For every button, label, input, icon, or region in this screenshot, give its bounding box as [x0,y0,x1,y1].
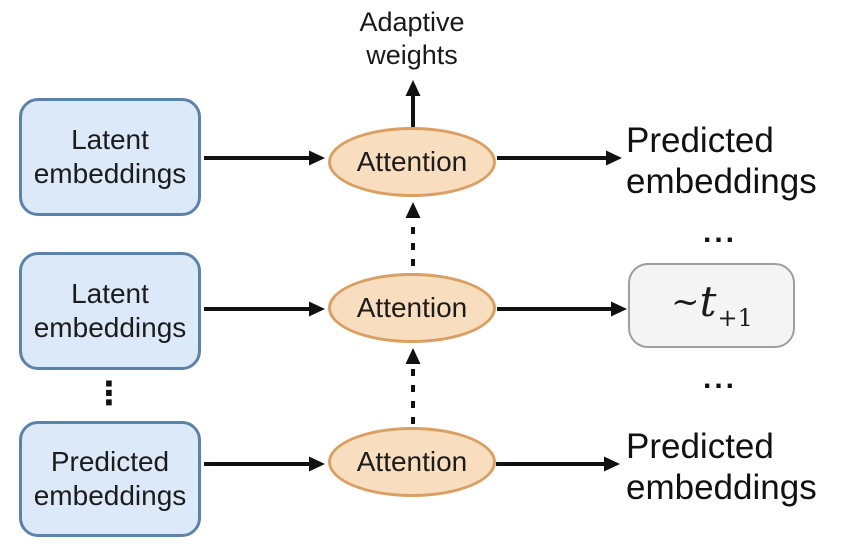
t-plus-1-output-box: ~t+1 [628,263,795,348]
vertical-ellipsis: ⋮ [93,374,125,412]
attention-node-3: Attention [328,427,496,497]
adaptive-weights-label: Adaptive weights [359,7,465,70]
predicted-embeddings-output-1: Predicted embeddings [626,121,817,202]
tilde-symbol: ~ [671,281,700,322]
horizontal-ellipsis-top: ... [702,216,737,249]
t-variable: t [699,277,717,326]
horizontal-ellipsis-bottom: ... [702,362,737,395]
predicted-embeddings-box-3: Predicted embeddings [19,421,201,537]
attention-node-1: Attention [328,127,496,197]
t-subscript: +1 [717,303,753,332]
predicted-embeddings-output-3: Predicted embeddings [626,427,817,508]
latent-embeddings-box-2: Latent embeddings [19,252,201,370]
latent-embeddings-box-1: Latent embeddings [19,98,201,216]
attention-node-2: Attention [328,273,496,343]
